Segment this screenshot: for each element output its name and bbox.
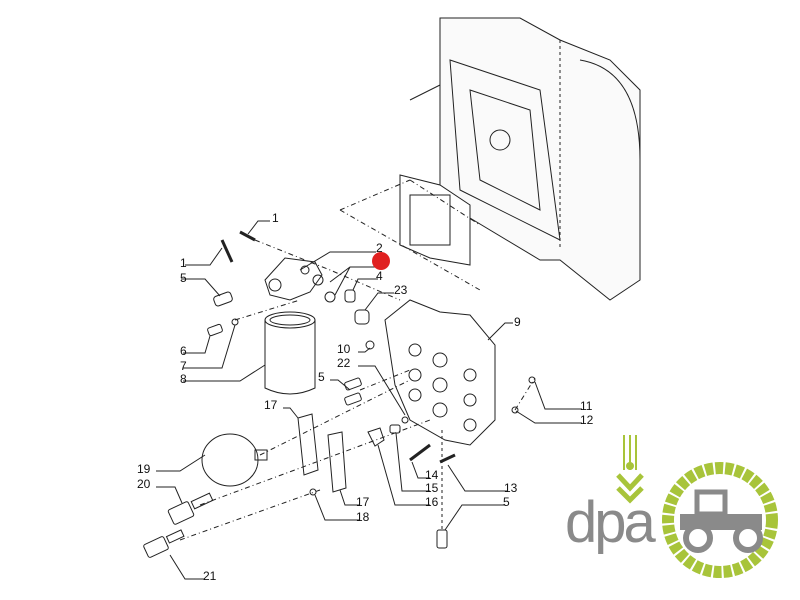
callout-label: 10 <box>337 342 351 356</box>
callout-label: 1 <box>180 256 187 270</box>
callout-label: 5 <box>180 271 187 285</box>
callout-label: 12 <box>580 413 594 427</box>
oil-filter <box>264 311 316 395</box>
accumulator <box>201 433 268 487</box>
callout-label: 17 <box>356 495 370 509</box>
svg-text:dpa: dpa <box>565 490 657 555</box>
callout-label: 11 <box>580 399 593 413</box>
transmission-housing <box>409 17 641 301</box>
filter-head <box>264 257 370 325</box>
callout-leaders <box>156 220 582 580</box>
callout-label: 21 <box>203 569 217 583</box>
callout-label: 5 <box>318 370 325 384</box>
callout-label: 19 <box>137 462 151 476</box>
highlight-marker <box>372 252 390 270</box>
callout-label: 16 <box>425 495 439 509</box>
callout-label: 5 <box>503 495 510 509</box>
callout-label: 8 <box>180 372 187 386</box>
callout-label: 9 <box>514 315 521 329</box>
callout-label: 7 <box>180 359 187 373</box>
callout-label: 1 <box>272 211 279 225</box>
callout-label: 6 <box>180 344 187 358</box>
callout-label: 4 <box>376 269 383 283</box>
valve-plate <box>399 174 471 266</box>
callout-label: 14 <box>425 468 439 482</box>
callout-label: 15 <box>425 481 439 495</box>
callout-label: 18 <box>356 510 370 524</box>
callout-label: 22 <box>337 356 351 370</box>
wheat-icon <box>616 435 644 504</box>
tractor-icon <box>680 489 763 553</box>
dpa-logo: dpa <box>565 435 778 578</box>
callout-label: 20 <box>137 477 151 491</box>
gasket <box>297 413 347 493</box>
callout-label: 13 <box>504 481 518 495</box>
control-valve <box>384 299 496 446</box>
callout-label: 2 <box>376 241 383 255</box>
callout-label: 17 <box>264 398 278 412</box>
callout-label: 23 <box>394 283 408 297</box>
